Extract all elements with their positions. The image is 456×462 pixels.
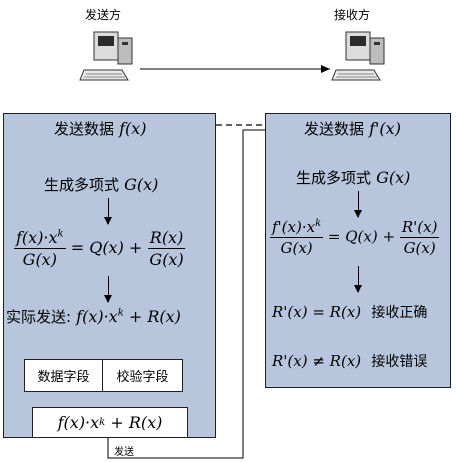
sender-actual-send: 实际发送: f(x)·xk + R(x): [6, 307, 181, 326]
sender-node: 发送方: [70, 6, 150, 86]
sender-title: 发送数据 f(x): [54, 119, 147, 138]
receiver-label: 接收方: [334, 8, 371, 22]
receiver-title: 发送数据 f'(x): [304, 119, 401, 138]
receiver-panel: 发送数据 f'(x) 生成多项式 G(x) f'(x)·xk G(x) = Q(…: [265, 113, 451, 388]
sender-generator-poly: 生成多项式 G(x): [44, 175, 159, 194]
receive-error-row: R'(x) ≠ R(x) 接收错误: [272, 352, 428, 370]
receive-correct-row: R'(x) = R(x) 接收正确: [272, 303, 428, 321]
sender-step-arrow-1: [104, 198, 112, 225]
send-label: 发送: [114, 447, 134, 458]
receiver-generator-poly: 生成多项式 G(x): [296, 168, 411, 187]
sender-panel: 发送数据 f(x) 生成多项式 G(x) f(x)·xk G(x) = Q(x)…: [3, 113, 216, 438]
sender-division-equation: f(x)·xk G(x) = Q(x) + R(x) G(x): [14, 228, 186, 269]
receiver-node: 接收方: [326, 6, 406, 86]
computer-icon: [331, 31, 385, 81]
computer-icon: [79, 31, 133, 81]
receiver-division-equation: f'(x)·xk G(x) = Q(x) + R'(x) G(x): [270, 218, 440, 257]
data-field-box: 数据字段: [24, 359, 103, 392]
receiver-step-arrow-1: [354, 191, 362, 218]
receiver-step-arrow-2: [354, 266, 362, 293]
sender-label: 发送方: [85, 8, 122, 22]
check-field-box: 校验字段: [102, 359, 183, 392]
sender-step-arrow-2: [104, 276, 112, 303]
physical-send-path: [107, 126, 290, 459]
